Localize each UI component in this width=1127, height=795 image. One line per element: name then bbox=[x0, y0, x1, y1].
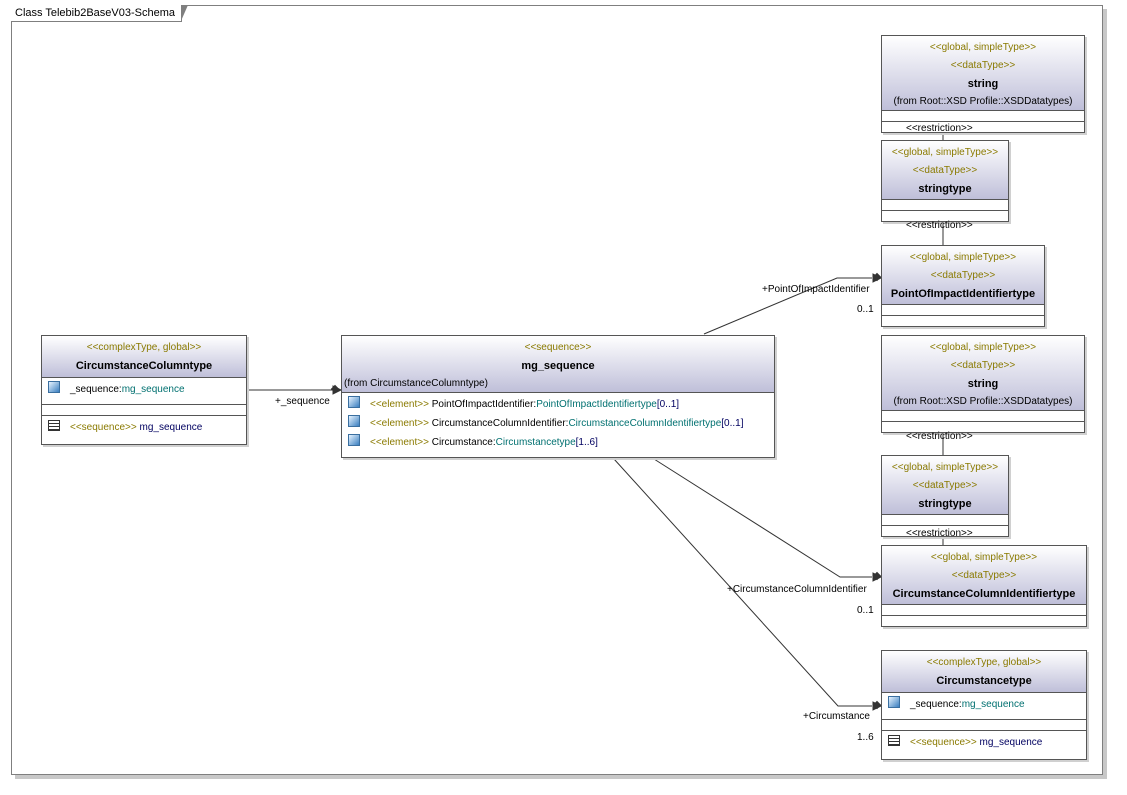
stereotype: <<global, simpleType>> bbox=[930, 552, 1038, 563]
stereotype: <<dataType>> bbox=[930, 270, 996, 281]
stereotype: <<global, simpleType>> bbox=[929, 342, 1037, 353]
stereotype: <<complexType, global>> bbox=[86, 342, 202, 353]
class-name: string bbox=[967, 78, 999, 90]
operation-icon bbox=[888, 735, 900, 746]
operation-row[interactable]: <<sequence>> mg_sequence bbox=[882, 733, 1086, 752]
class-name: mg_sequence bbox=[521, 360, 595, 372]
restriction-label-3: <<restriction>> bbox=[906, 431, 973, 442]
stereotype: <<dataType>> bbox=[951, 570, 1017, 581]
class-name: CircumstanceColumnIdentifiertype bbox=[892, 588, 1076, 600]
restriction-label-2: <<restriction>> bbox=[906, 220, 973, 231]
attribute-icon bbox=[348, 396, 360, 408]
multiplicity-circumstance: 1..6 bbox=[857, 732, 874, 743]
stereotype: <<dataType>> bbox=[950, 360, 1016, 371]
restriction-label-4: <<restriction>> bbox=[906, 528, 973, 539]
class-stringtype-2[interactable]: <<global, simpleType>> <<dataType>> stri… bbox=[881, 455, 1009, 537]
association-circumstance-column bbox=[653, 458, 872, 578]
class-stringtype-1[interactable]: <<global, simpleType>> <<dataType>> stri… bbox=[881, 140, 1009, 222]
multiplicity-circumstance-column: 0..1 bbox=[857, 605, 874, 616]
stereotype: <<dataType>> bbox=[950, 60, 1016, 71]
class-name: PointOfImpactIdentifiertype bbox=[890, 288, 1036, 300]
aggregation-diamond-3 bbox=[872, 571, 882, 581]
multiplicity-point-of-impact: 0..1 bbox=[857, 304, 874, 315]
restriction-label-1: <<restriction>> bbox=[906, 123, 973, 134]
stereotype: <<global, simpleType>> bbox=[909, 252, 1017, 263]
stereotype: <<global, simpleType>> bbox=[891, 462, 999, 473]
association-circumstance bbox=[613, 458, 872, 707]
aggregation-diamond-4 bbox=[872, 700, 882, 710]
class-circumstancecolumnidentifiertype[interactable]: <<global, simpleType>> <<dataType>> Circ… bbox=[881, 545, 1087, 627]
attribute-row[interactable]: _sequence:mg_sequence bbox=[882, 695, 1086, 714]
stereotype: <<global, simpleType>> bbox=[929, 42, 1037, 53]
class-name: string bbox=[967, 378, 999, 390]
class-circumstancecolumntype[interactable]: <<complexType, global>> CircumstanceColu… bbox=[41, 335, 247, 445]
stereotype: <<dataType>> bbox=[912, 165, 978, 176]
namespace-label: (from Root::XSD Profile::XSDDatatypes) bbox=[893, 96, 1073, 107]
association-point-of-impact bbox=[703, 277, 872, 335]
diagram-title: Class Telebib2BaseV03-Schema bbox=[11, 5, 188, 22]
role-label-circumstance: +Circumstance bbox=[803, 711, 870, 722]
namespace-label: (from Root::XSD Profile::XSDDatatypes) bbox=[893, 396, 1073, 407]
attribute-row[interactable]: <<element>> PointOfImpactIdentifier:Poin… bbox=[342, 395, 774, 414]
aggregation-diamond-1 bbox=[330, 384, 340, 394]
class-name: Circumstancetype bbox=[936, 675, 1032, 687]
class-name: stringtype bbox=[918, 498, 972, 510]
class-pointofimpactidentifiertype[interactable]: <<global, simpleType>> <<dataType>> Poin… bbox=[881, 245, 1045, 327]
attribute-icon bbox=[348, 434, 360, 446]
stereotype: <<global, simpleType>> bbox=[891, 147, 999, 158]
attribute-icon bbox=[888, 696, 900, 708]
stereotype: <<complexType, global>> bbox=[926, 657, 1042, 668]
class-string-1[interactable]: <<global, simpleType>> <<dataType>> stri… bbox=[881, 35, 1085, 133]
role-label-circumstance-column: +CircumstanceColumnIdentifier bbox=[727, 584, 867, 595]
attribute-row[interactable]: <<element>> Circumstance:Circumstancetyp… bbox=[342, 433, 774, 452]
attribute-icon bbox=[48, 381, 60, 393]
aggregation-diamond-2 bbox=[872, 272, 882, 282]
class-name: stringtype bbox=[918, 183, 972, 195]
operation-row[interactable]: <<sequence>> mg_sequence bbox=[42, 418, 246, 437]
stereotype: <<dataType>> bbox=[912, 480, 978, 491]
attribute-icon bbox=[348, 415, 360, 427]
class-mg-sequence[interactable]: <<sequence>> mg_sequence (from Circumsta… bbox=[341, 335, 775, 458]
class-circumstancetype[interactable]: <<complexType, global>> Circumstancetype… bbox=[881, 650, 1087, 760]
namespace-label: (from CircumstanceColumntype) bbox=[344, 378, 488, 389]
attribute-row[interactable]: _sequence:mg_sequence bbox=[42, 380, 246, 399]
role-label-sequence: +_sequence bbox=[275, 396, 330, 407]
stereotype: <<sequence>> bbox=[524, 342, 592, 353]
class-name: CircumstanceColumntype bbox=[75, 360, 213, 372]
operation-icon bbox=[48, 420, 60, 431]
attribute-row[interactable]: <<element>> CircumstanceColumnIdentifier… bbox=[342, 414, 774, 433]
role-label-point-of-impact: +PointOfImpactIdentifier bbox=[762, 284, 870, 295]
class-string-2[interactable]: <<global, simpleType>> <<dataType>> stri… bbox=[881, 335, 1085, 433]
